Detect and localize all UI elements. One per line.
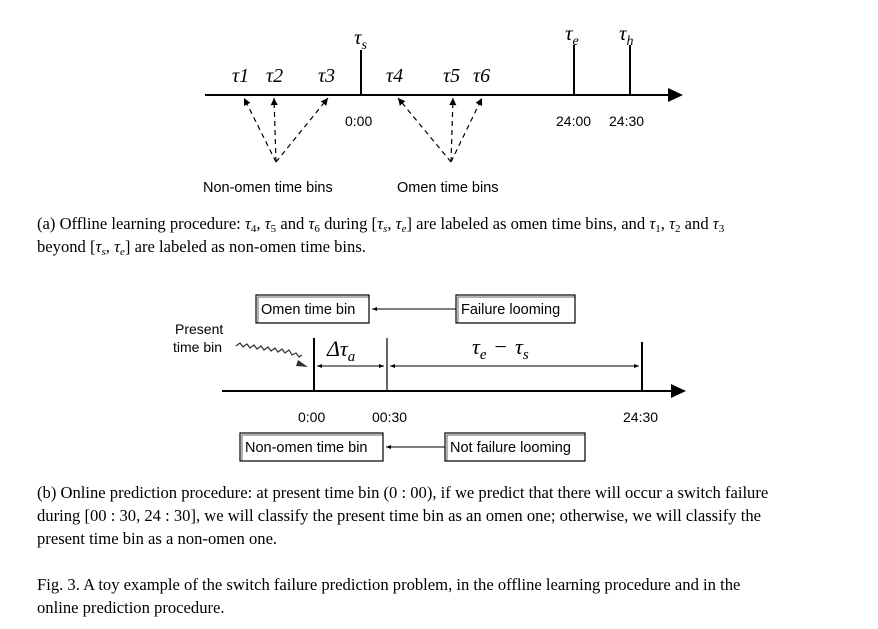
tau3-label: τ3: [318, 65, 335, 87]
not-failure-looming-box-inner: [446, 434, 586, 462]
non-omen-time-bin-label: Non-omen time bin: [245, 440, 368, 456]
caption-b: (b) Online prediction procedure: at pres…: [37, 483, 769, 548]
non-omen-time-bin-box: [239, 432, 384, 462]
not-failure-looming-box: [444, 432, 586, 462]
th-label: τh: [619, 21, 634, 49]
figure-a: τs τe τh τ1 τ2 τ3 τ4 τ5 τ6 0:00 24:00 24…: [203, 21, 683, 196]
present-pointer-tip: [296, 360, 308, 367]
non-omen-group-label: Non-omen time bins: [203, 180, 333, 196]
tau2-label: τ2: [266, 65, 283, 87]
tau6-label: τ6: [473, 65, 490, 87]
tick-b-0030: 00:30: [372, 409, 407, 425]
tau4-label: τ4: [386, 65, 403, 87]
ts-label: τs: [354, 25, 368, 53]
tick-b-2430: 24:30: [623, 409, 658, 425]
failure-looming-box-inner: [457, 296, 576, 324]
non-omen-arrows: [243, 97, 329, 163]
figure-b: Omen time bin Failure looming Present ti…: [173, 294, 686, 462]
omen-time-bin-label: Omen time bin: [261, 302, 355, 318]
non-omen-time-bin-box-inner: [241, 434, 384, 462]
omen-time-bin-box: [255, 294, 370, 324]
figure-caption: Fig. 3. A toy example of the switch fail…: [37, 575, 741, 617]
tau5-label: τ5: [443, 65, 460, 87]
tick-b-0000: 0:00: [298, 409, 325, 425]
te-minus-ts-label: τe−τs: [472, 334, 529, 363]
te-label: τe: [565, 21, 579, 49]
tau1-label: τ1: [232, 65, 249, 87]
failure-looming-label: Failure looming: [461, 302, 560, 318]
tick-a-0000: 0:00: [345, 113, 372, 129]
time-bin-label: time bin: [173, 339, 222, 355]
present-pointer-squiggle: [235, 342, 303, 358]
omen-group-label: Omen time bins: [397, 180, 499, 196]
present-label: Present: [175, 321, 223, 337]
timeline-b-arrowhead: [671, 384, 686, 398]
timeline-a-arrowhead: [668, 88, 683, 102]
caption-a: (a) Offline learning procedure: τ4, τ5 a…: [37, 214, 725, 258]
omen-time-bin-box-shadow: [257, 296, 370, 324]
delta-tau-label: Δτa: [326, 336, 355, 365]
tick-a-2430: 24:30: [609, 113, 644, 129]
not-failure-looming-label: Not failure looming: [450, 440, 571, 456]
omen-arrows: [397, 97, 483, 163]
tick-a-2400: 24:00: [556, 113, 591, 129]
